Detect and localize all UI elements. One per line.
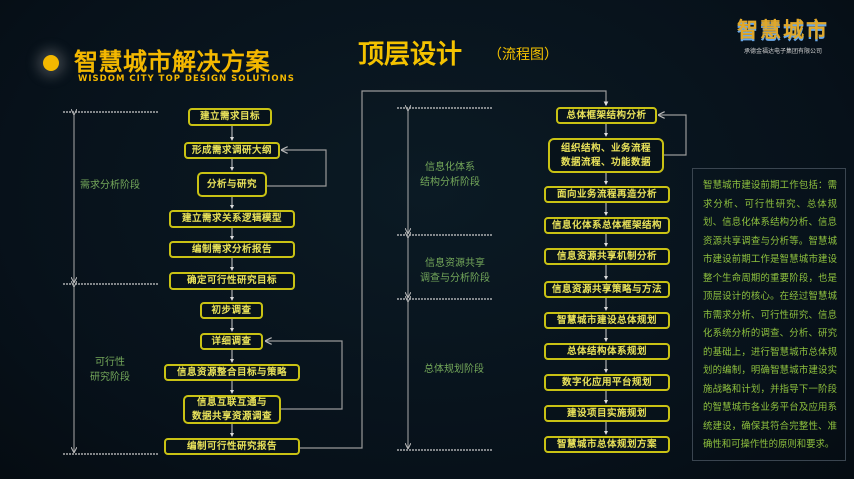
step-arrows	[230, 124, 608, 437]
flow-step[interactable]: 建立需求关系逻辑模型	[169, 210, 295, 228]
corp-logo-name: 智慧城市	[737, 18, 829, 42]
stage-label-line: 信息资源共享	[425, 258, 485, 269]
stage-label: 总体规划阶段	[424, 364, 484, 375]
corp-logo: 智慧城市 承德金福达电子集团有限公司	[728, 14, 838, 55]
flow-step[interactable]: 编制可行性研究报告	[164, 438, 300, 455]
feedback-loops	[266, 90, 687, 449]
stage-dividers	[63, 107, 492, 455]
flow-step-line: 信息互联互通与	[196, 396, 267, 408]
flow-step[interactable]: 信息资源共享策略与方法	[544, 281, 670, 298]
corp-logo-sub: 承德金福达电子集团有限公司	[743, 48, 822, 55]
flow-step[interactable]: 建立需求目标	[188, 108, 272, 126]
flow-step[interactable]: 形成需求调研大纲	[184, 142, 280, 159]
flow-step-line: 数据共享资源调查	[191, 410, 272, 422]
stage-label-line: 信息化体系	[425, 162, 475, 173]
stage-arrows	[74, 110, 408, 452]
stage-label: 可行性研究阶段	[90, 355, 130, 385]
flow-step[interactable]: 建设项目实施规划	[544, 405, 670, 422]
stage-label-line: 结构分析阶段	[420, 177, 480, 188]
stage-label-line: 研究阶段	[90, 372, 130, 383]
flow-step[interactable]: 分析与研究	[197, 172, 267, 197]
page-subtitle: （流程图）	[488, 47, 558, 63]
flow-step[interactable]: 信息资源共享机制分析	[544, 248, 670, 265]
page-title: 顶层设计	[358, 40, 463, 70]
flow-step[interactable]: 编制需求分析报告	[169, 241, 295, 258]
flow-step[interactable]: 初步调查	[200, 302, 263, 319]
flow-step[interactable]: 信息资源整合目标与策略	[164, 364, 300, 381]
flow-step[interactable]: 信息化体系总体框架结构	[544, 217, 670, 234]
description-panel: 智慧城市建设前期工作包括：需求分析、可行性研究、总体规划、信息化体系结构分析、信…	[692, 168, 846, 461]
stage-label: 信息资源共享调查与分析阶段	[420, 256, 490, 286]
flow-step[interactable]: 信息互联互通与数据共享资源调查	[183, 395, 281, 424]
stage-label-line: 可行性	[95, 357, 125, 368]
stage-label: 需求分析阶段	[80, 180, 140, 191]
flow-step[interactable]: 数字化应用平台规划	[544, 374, 670, 391]
flow-step[interactable]: 确定可行性研究目标	[169, 272, 295, 290]
stage-label-line: 调查与分析阶段	[420, 273, 490, 284]
flow-step[interactable]: 组织结构、业务流程数据流程、功能数据	[548, 138, 664, 173]
flow-step[interactable]: 总体框架结构分析	[556, 107, 657, 124]
flow-step[interactable]: 总体结构体系规划	[544, 343, 670, 360]
flow-step[interactable]: 智慧城市建设总体规划	[544, 312, 670, 329]
flow-step-line: 数据流程、功能数据	[560, 156, 651, 168]
brand-subtitle: WISDOM CITY TOP DESIGN SOLUTIONS	[78, 74, 295, 84]
flow-step[interactable]: 面向业务流程再造分析	[544, 186, 670, 203]
logo-dot-icon	[43, 55, 59, 71]
brand-title: 智慧城市解决方案	[74, 48, 270, 76]
stage-label: 信息化体系结构分析阶段	[420, 160, 480, 190]
flow-step-line: 组织结构、业务流程	[560, 142, 651, 154]
flow-step[interactable]: 详细调查	[200, 333, 263, 350]
flow-step[interactable]: 智慧城市总体规划方案	[544, 436, 670, 453]
